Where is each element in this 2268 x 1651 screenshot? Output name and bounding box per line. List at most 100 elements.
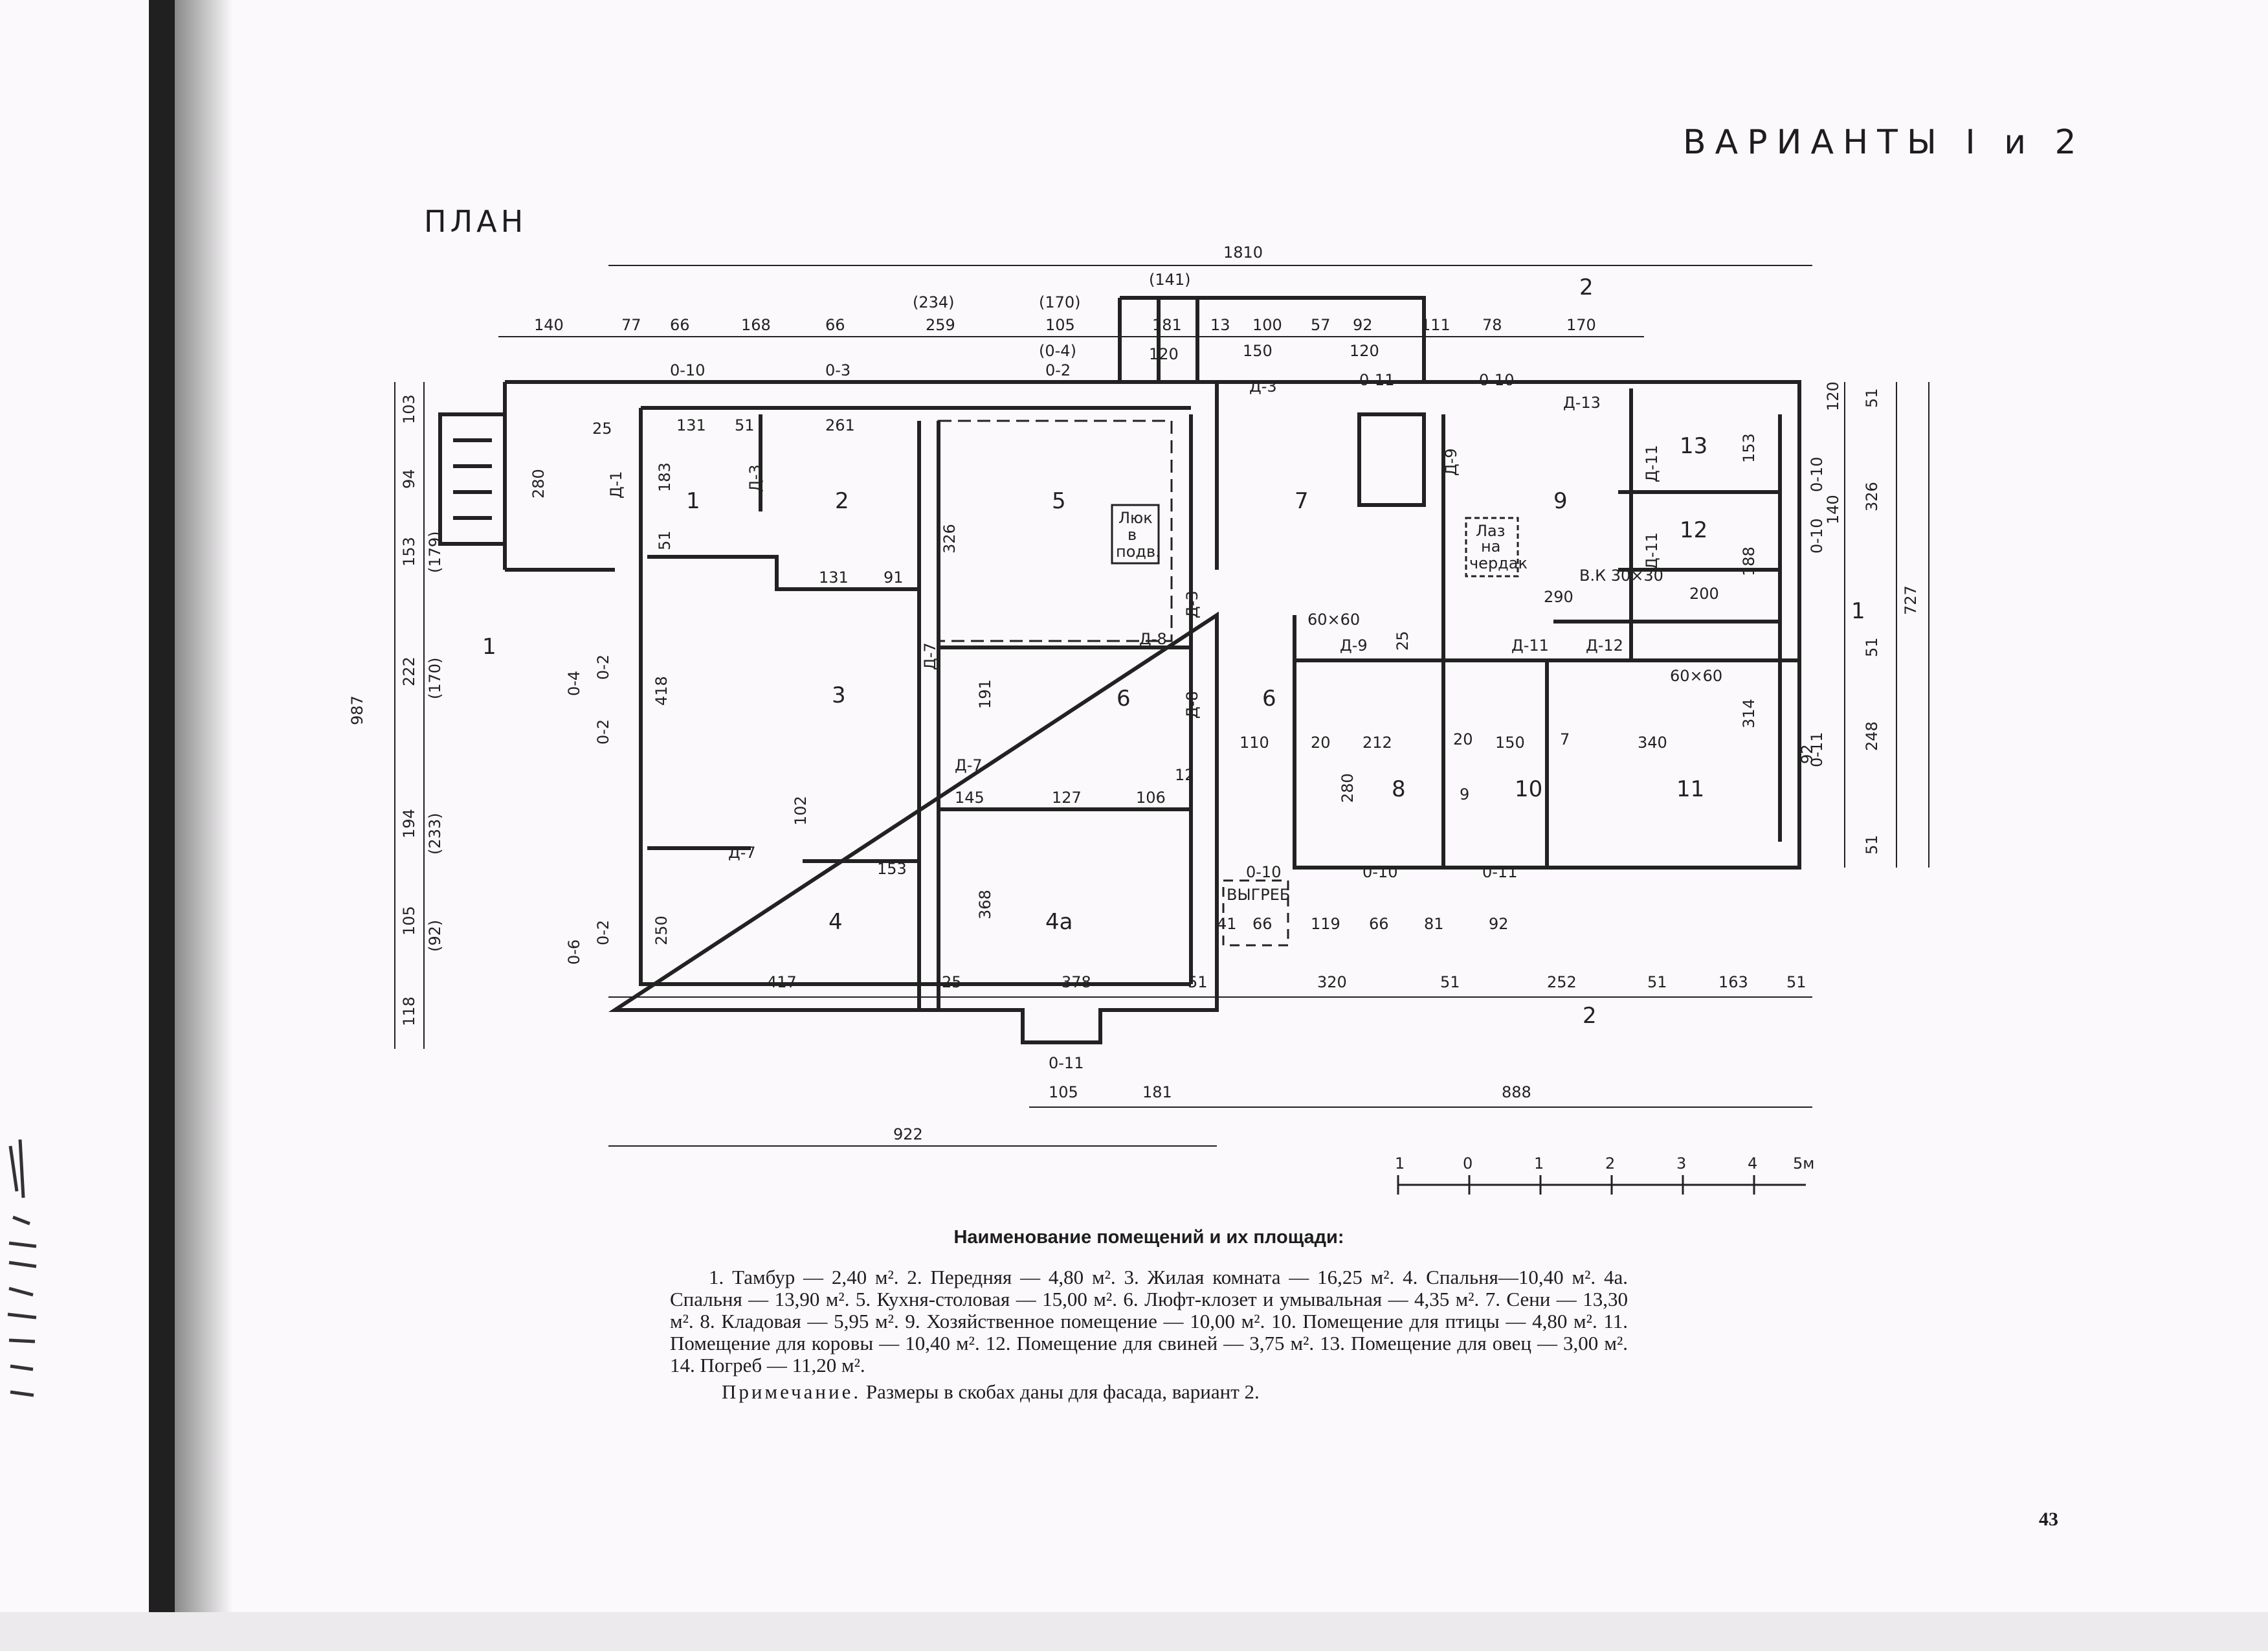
variants-heading: ВАРИАНТЫ I и 2 bbox=[1683, 123, 2085, 162]
inner-dim: 127 bbox=[1052, 789, 1082, 807]
room-number: 13 bbox=[1680, 433, 1707, 459]
legend-note: Примечание. Размеры в скобах даны для фа… bbox=[722, 1380, 1628, 1404]
top-dim: 111 bbox=[1421, 316, 1451, 334]
room-number: 4 bbox=[828, 909, 843, 935]
window-mark: 0-4 bbox=[565, 671, 583, 696]
inner-dim: 250 bbox=[652, 915, 671, 945]
bottom-sub-dim: 105 bbox=[1049, 1083, 1078, 1101]
inner-dim: 368 bbox=[976, 890, 994, 919]
inner-dim: 41 bbox=[1217, 915, 1237, 933]
inner-dim: 340 bbox=[1638, 734, 1667, 752]
hatch-label: Люк bbox=[1118, 509, 1153, 527]
left-dim: 103 bbox=[400, 394, 418, 424]
right-dim: 120 bbox=[1824, 381, 1842, 411]
right-dim: 326 bbox=[1863, 482, 1881, 511]
top-dim: 57 bbox=[1311, 316, 1331, 334]
left-dim: 194 bbox=[400, 809, 418, 838]
dimension-lines bbox=[394, 265, 1929, 1147]
door-mark: Д-8 bbox=[1183, 691, 1201, 719]
inner-dim: 91 bbox=[884, 568, 904, 587]
room-number: 1 bbox=[686, 488, 700, 514]
room-number: 11 bbox=[1676, 776, 1704, 802]
bottom-dim: 320 bbox=[1317, 973, 1347, 991]
scale-tick: 3 bbox=[1676, 1154, 1686, 1173]
room-number: 4а bbox=[1045, 909, 1073, 935]
note-text: Размеры в скобах даны для фасада, вариан… bbox=[861, 1380, 1260, 1403]
inner-dim: 183 bbox=[656, 462, 674, 492]
bottom-dim: 417 bbox=[767, 973, 797, 991]
scale-tick: 2 bbox=[1605, 1154, 1615, 1173]
cellar-label: ВЫГРЕБ bbox=[1227, 886, 1290, 904]
inner-dim: 153 bbox=[1740, 433, 1758, 463]
top-dim: 168 bbox=[741, 316, 771, 334]
window-mark: 0-10 bbox=[1808, 519, 1826, 554]
door-mark: Д-3 bbox=[1183, 590, 1201, 618]
top-paren-dim: (234) bbox=[913, 293, 955, 311]
inner-dim: 66 bbox=[1252, 915, 1273, 933]
door-mark: Д-8 bbox=[1139, 630, 1167, 648]
window-mark: 0-11 bbox=[1482, 863, 1517, 881]
left-paren-dim: (92) bbox=[426, 920, 444, 952]
book-binding-shadow bbox=[149, 0, 175, 1612]
scale-tick: 0 bbox=[1463, 1154, 1473, 1173]
left-paren-dim: (233) bbox=[426, 813, 444, 855]
window-mark: 0-10 bbox=[1808, 457, 1826, 492]
inner-dim: 418 bbox=[652, 676, 671, 706]
left-dim: 105 bbox=[400, 906, 418, 936]
right-dim: 51 bbox=[1863, 835, 1881, 855]
inner-dim: 191 bbox=[976, 679, 994, 709]
inner-dim: 81 bbox=[1424, 915, 1444, 933]
inner-dim: 7 bbox=[1560, 730, 1570, 748]
scale-bar: 1 0 1 2 3 4 5м bbox=[1395, 1154, 1814, 1195]
left-paren-dim: (170) bbox=[426, 657, 444, 699]
inner-dim: 20 bbox=[1453, 730, 1473, 748]
inner-dim: 212 bbox=[1362, 734, 1392, 752]
door-mark: Д-11 bbox=[1643, 445, 1661, 482]
section-mark: 1 bbox=[482, 634, 496, 660]
window-mark: 0-2 bbox=[1045, 361, 1071, 379]
inner-dim: 314 bbox=[1740, 699, 1758, 728]
scale-tick: 4 bbox=[1748, 1154, 1757, 1173]
inner-dim: 188 bbox=[1740, 546, 1758, 576]
inner-dim: 326 bbox=[940, 524, 959, 554]
right-dim: 51 bbox=[1863, 388, 1881, 408]
window-mark: 0-10 bbox=[670, 361, 705, 379]
window-mark: 0-2 bbox=[594, 655, 612, 680]
door-mark: Д-7 bbox=[921, 642, 939, 670]
scale-tick: 1 bbox=[1534, 1154, 1544, 1173]
overall-length-dim: 1810 bbox=[1223, 243, 1263, 262]
room-number: 5 bbox=[1052, 488, 1066, 514]
inner-dim: 131 bbox=[676, 416, 706, 434]
legend-heading: Наименование помещений и их площади: bbox=[953, 1227, 1344, 1248]
attic-hatch-label: на bbox=[1481, 537, 1500, 556]
bottom-dim: 51 bbox=[1440, 973, 1460, 991]
section-mark: 2 bbox=[1583, 1003, 1597, 1029]
inner-dim: 92 bbox=[1489, 915, 1509, 933]
floor-plan: 1810 987 922 888 727 140 77 66 168 66 25… bbox=[348, 243, 1929, 1195]
door-mark: Д-3 bbox=[746, 464, 764, 492]
bottom-sub-dim: 181 bbox=[1142, 1083, 1172, 1101]
room-number: 3 bbox=[832, 682, 846, 708]
room-number: 6 bbox=[1262, 686, 1276, 712]
vent-label: В.К 30×30 bbox=[1579, 567, 1663, 585]
door-mark: Д-3 bbox=[1249, 377, 1277, 396]
inner-dim: 20 bbox=[1311, 734, 1331, 752]
section-mark: 1 bbox=[1851, 598, 1865, 624]
room-number: 8 bbox=[1392, 776, 1406, 802]
window-mark: 0-6 bbox=[565, 939, 583, 965]
inner-dim: 51 bbox=[656, 530, 674, 550]
top-dim: 66 bbox=[670, 316, 690, 334]
left-paren-dim: (179) bbox=[426, 531, 444, 573]
right-dim: 51 bbox=[1863, 637, 1881, 657]
section-mark: 2 bbox=[1579, 275, 1594, 300]
inner-dim: 66 bbox=[1369, 915, 1389, 933]
size-label: 60×60 bbox=[1670, 667, 1722, 685]
bottom-right-overall-dim: 888 bbox=[1502, 1083, 1531, 1101]
bottom-dim: 51 bbox=[1188, 973, 1208, 991]
top-dim: 140 bbox=[534, 316, 564, 334]
window-mark: 0-3 bbox=[825, 361, 850, 379]
inner-dim: 25 bbox=[1394, 631, 1412, 651]
inner-dim: 261 bbox=[825, 416, 855, 434]
attic-hatch-label: чердак bbox=[1469, 554, 1528, 572]
